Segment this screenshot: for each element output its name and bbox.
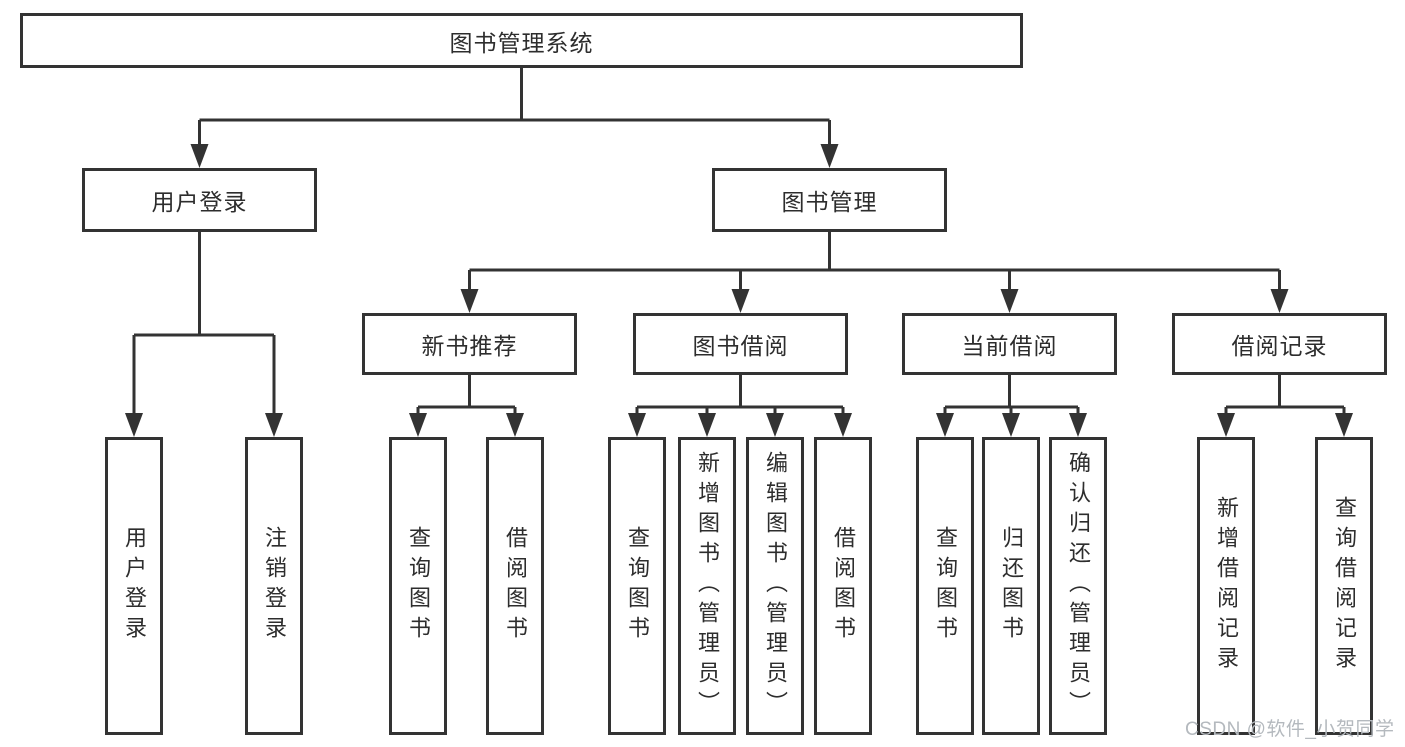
node-label: 确认归还（管理员） — [1066, 451, 1091, 721]
node-label: 借阅记录 — [1231, 333, 1328, 359]
node-label: 查询借阅记录 — [1332, 496, 1357, 676]
leaf-user-login: 用户登录 — [105, 437, 163, 735]
leaf-query-books-borrow: 查询图书 — [608, 437, 666, 735]
node-label: 查询图书 — [933, 526, 958, 646]
connector-current-borrow-to-leaves — [936, 374, 1087, 437]
leaf-add-books-admin: 新增图书（管理员） — [678, 437, 736, 735]
node-label: 新增借阅记录 — [1214, 496, 1239, 676]
leaf-edit-books-admin: 编辑图书（管理员） — [746, 437, 804, 735]
leaf-borrow-books-recommend: 借阅图书 — [486, 437, 544, 735]
node-current-borrow: 当前借阅 — [902, 313, 1117, 375]
connector-root-to-level2 — [190, 68, 839, 168]
leaf-borrow-books: 借阅图书 — [814, 437, 872, 735]
node-book-management: 图书管理 — [712, 168, 947, 232]
leaf-confirm-return-admin: 确认归还（管理员） — [1049, 437, 1107, 735]
node-label: 查询图书 — [406, 526, 431, 646]
node-book-borrow: 图书借阅 — [633, 313, 848, 375]
connector-book-management-to-level3 — [460, 232, 1289, 313]
csdn-watermark: CSDN @软件_小贺同学 — [1185, 719, 1395, 740]
connector-user-login-to-leaves — [125, 232, 283, 437]
node-label: 用户登录 — [122, 526, 147, 646]
node-label: 编辑图书（管理员） — [763, 451, 788, 721]
node-label: 图书管理系统 — [449, 29, 594, 56]
leaf-add-borrow-record: 新增借阅记录 — [1197, 437, 1255, 735]
node-label: 用户登录 — [151, 189, 248, 215]
node-label: 借阅图书 — [503, 526, 528, 646]
node-label: 查询图书 — [625, 526, 650, 646]
node-root: 图书管理系统 — [20, 13, 1023, 68]
connector-book-borrow-to-leaves — [628, 374, 852, 437]
leaf-query-borrow-record: 查询借阅记录 — [1315, 437, 1373, 735]
leaf-query-books-current: 查询图书 — [916, 437, 974, 735]
node-label: 新书推荐 — [421, 333, 518, 359]
node-borrow-record: 借阅记录 — [1172, 313, 1387, 375]
leaf-logout: 注销登录 — [245, 437, 303, 735]
node-label: 借阅图书 — [831, 526, 856, 646]
connector-new-book-recommend-to-leaves — [409, 374, 524, 437]
leaf-return-books: 归还图书 — [982, 437, 1040, 735]
node-label: 注销登录 — [262, 526, 287, 646]
node-label: 归还图书 — [999, 526, 1024, 646]
connector-borrow-record-to-leaves — [1217, 374, 1353, 437]
node-label: 图书管理 — [781, 189, 878, 215]
node-new-book-recommend: 新书推荐 — [362, 313, 577, 375]
node-label: 当前借阅 — [961, 333, 1058, 359]
node-label: 新增图书（管理员） — [695, 451, 720, 721]
leaf-query-books-recommend: 查询图书 — [389, 437, 447, 735]
node-label: 图书借阅 — [692, 333, 789, 359]
node-user-login: 用户登录 — [82, 168, 317, 232]
